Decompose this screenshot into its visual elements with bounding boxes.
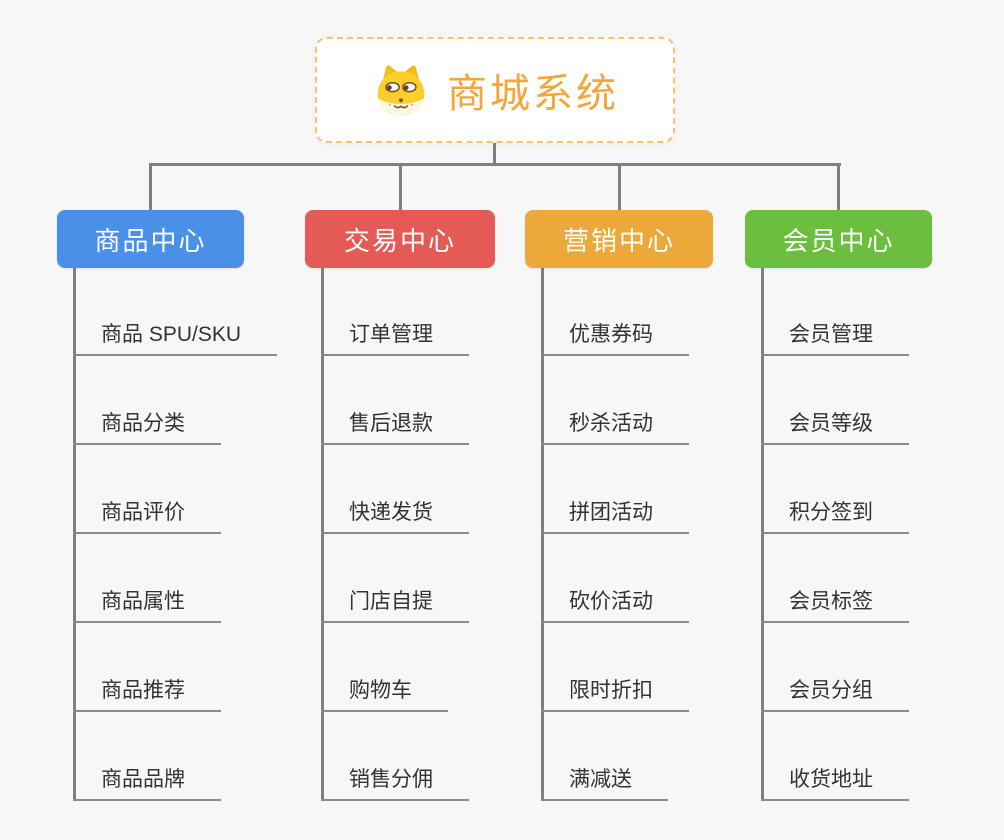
root-node[interactable]: 商城系统: [315, 37, 675, 143]
sub-node[interactable]: 商品推荐: [73, 666, 221, 712]
sub-node[interactable]: 销售分佣: [321, 755, 469, 801]
sub-node[interactable]: 售后退款: [321, 399, 469, 445]
sub-node[interactable]: 拼团活动: [541, 488, 689, 534]
branch-trunk-line: [321, 268, 324, 801]
branch-label: 商品中心: [94, 225, 207, 256]
branch-label: 会员中心: [782, 225, 895, 256]
sub-node[interactable]: 积分签到: [761, 488, 909, 534]
branch-node-1[interactable]: 商品中心: [57, 210, 244, 268]
sub-node[interactable]: 优惠券码: [541, 310, 689, 356]
sub-node[interactable]: 快递发货: [321, 488, 469, 534]
sub-node[interactable]: 订单管理: [321, 310, 469, 356]
connector-stub: [837, 163, 840, 210]
sub-node[interactable]: 会员管理: [761, 310, 909, 356]
sub-node[interactable]: 商品品牌: [73, 755, 221, 801]
branch-node-4[interactable]: 会员中心: [745, 210, 932, 268]
branch-node-2[interactable]: 交易中心: [305, 210, 495, 268]
root-title: 商城系统: [447, 72, 619, 116]
sub-node[interactable]: 会员标签: [761, 577, 909, 623]
sub-node[interactable]: 商品属性: [73, 577, 221, 623]
branch-label: 营销中心: [562, 225, 675, 256]
sub-node[interactable]: 商品 SPU/SKU: [73, 310, 278, 356]
sub-node[interactable]: 会员分组: [761, 666, 909, 712]
branch-trunk-line: [761, 268, 764, 801]
sub-node[interactable]: 会员等级: [761, 399, 909, 445]
sub-node[interactable]: 限时折扣: [541, 666, 689, 712]
sub-node[interactable]: 商品分类: [73, 399, 221, 445]
sub-node[interactable]: 收货地址: [761, 755, 909, 801]
sub-node[interactable]: 门店自提: [321, 577, 469, 623]
branch-trunk-line: [541, 268, 544, 801]
connector-stub: [149, 163, 152, 210]
root-connector-line: [493, 143, 496, 164]
connector-stub: [617, 163, 621, 210]
top-rail-line: [149, 163, 841, 166]
branch-label: 交易中心: [343, 225, 456, 256]
sub-node[interactable]: 秒杀活动: [541, 399, 689, 445]
branch-node-3[interactable]: 营销中心: [525, 210, 713, 268]
sub-node[interactable]: 砍价活动: [541, 577, 689, 623]
sub-node[interactable]: 购物车: [321, 666, 448, 712]
connector-stub: [398, 163, 402, 210]
doge-icon: [371, 62, 431, 118]
branch-trunk-line: [73, 268, 76, 801]
sub-node[interactable]: 满减送: [541, 755, 668, 801]
sub-node[interactable]: 商品评价: [73, 488, 221, 534]
